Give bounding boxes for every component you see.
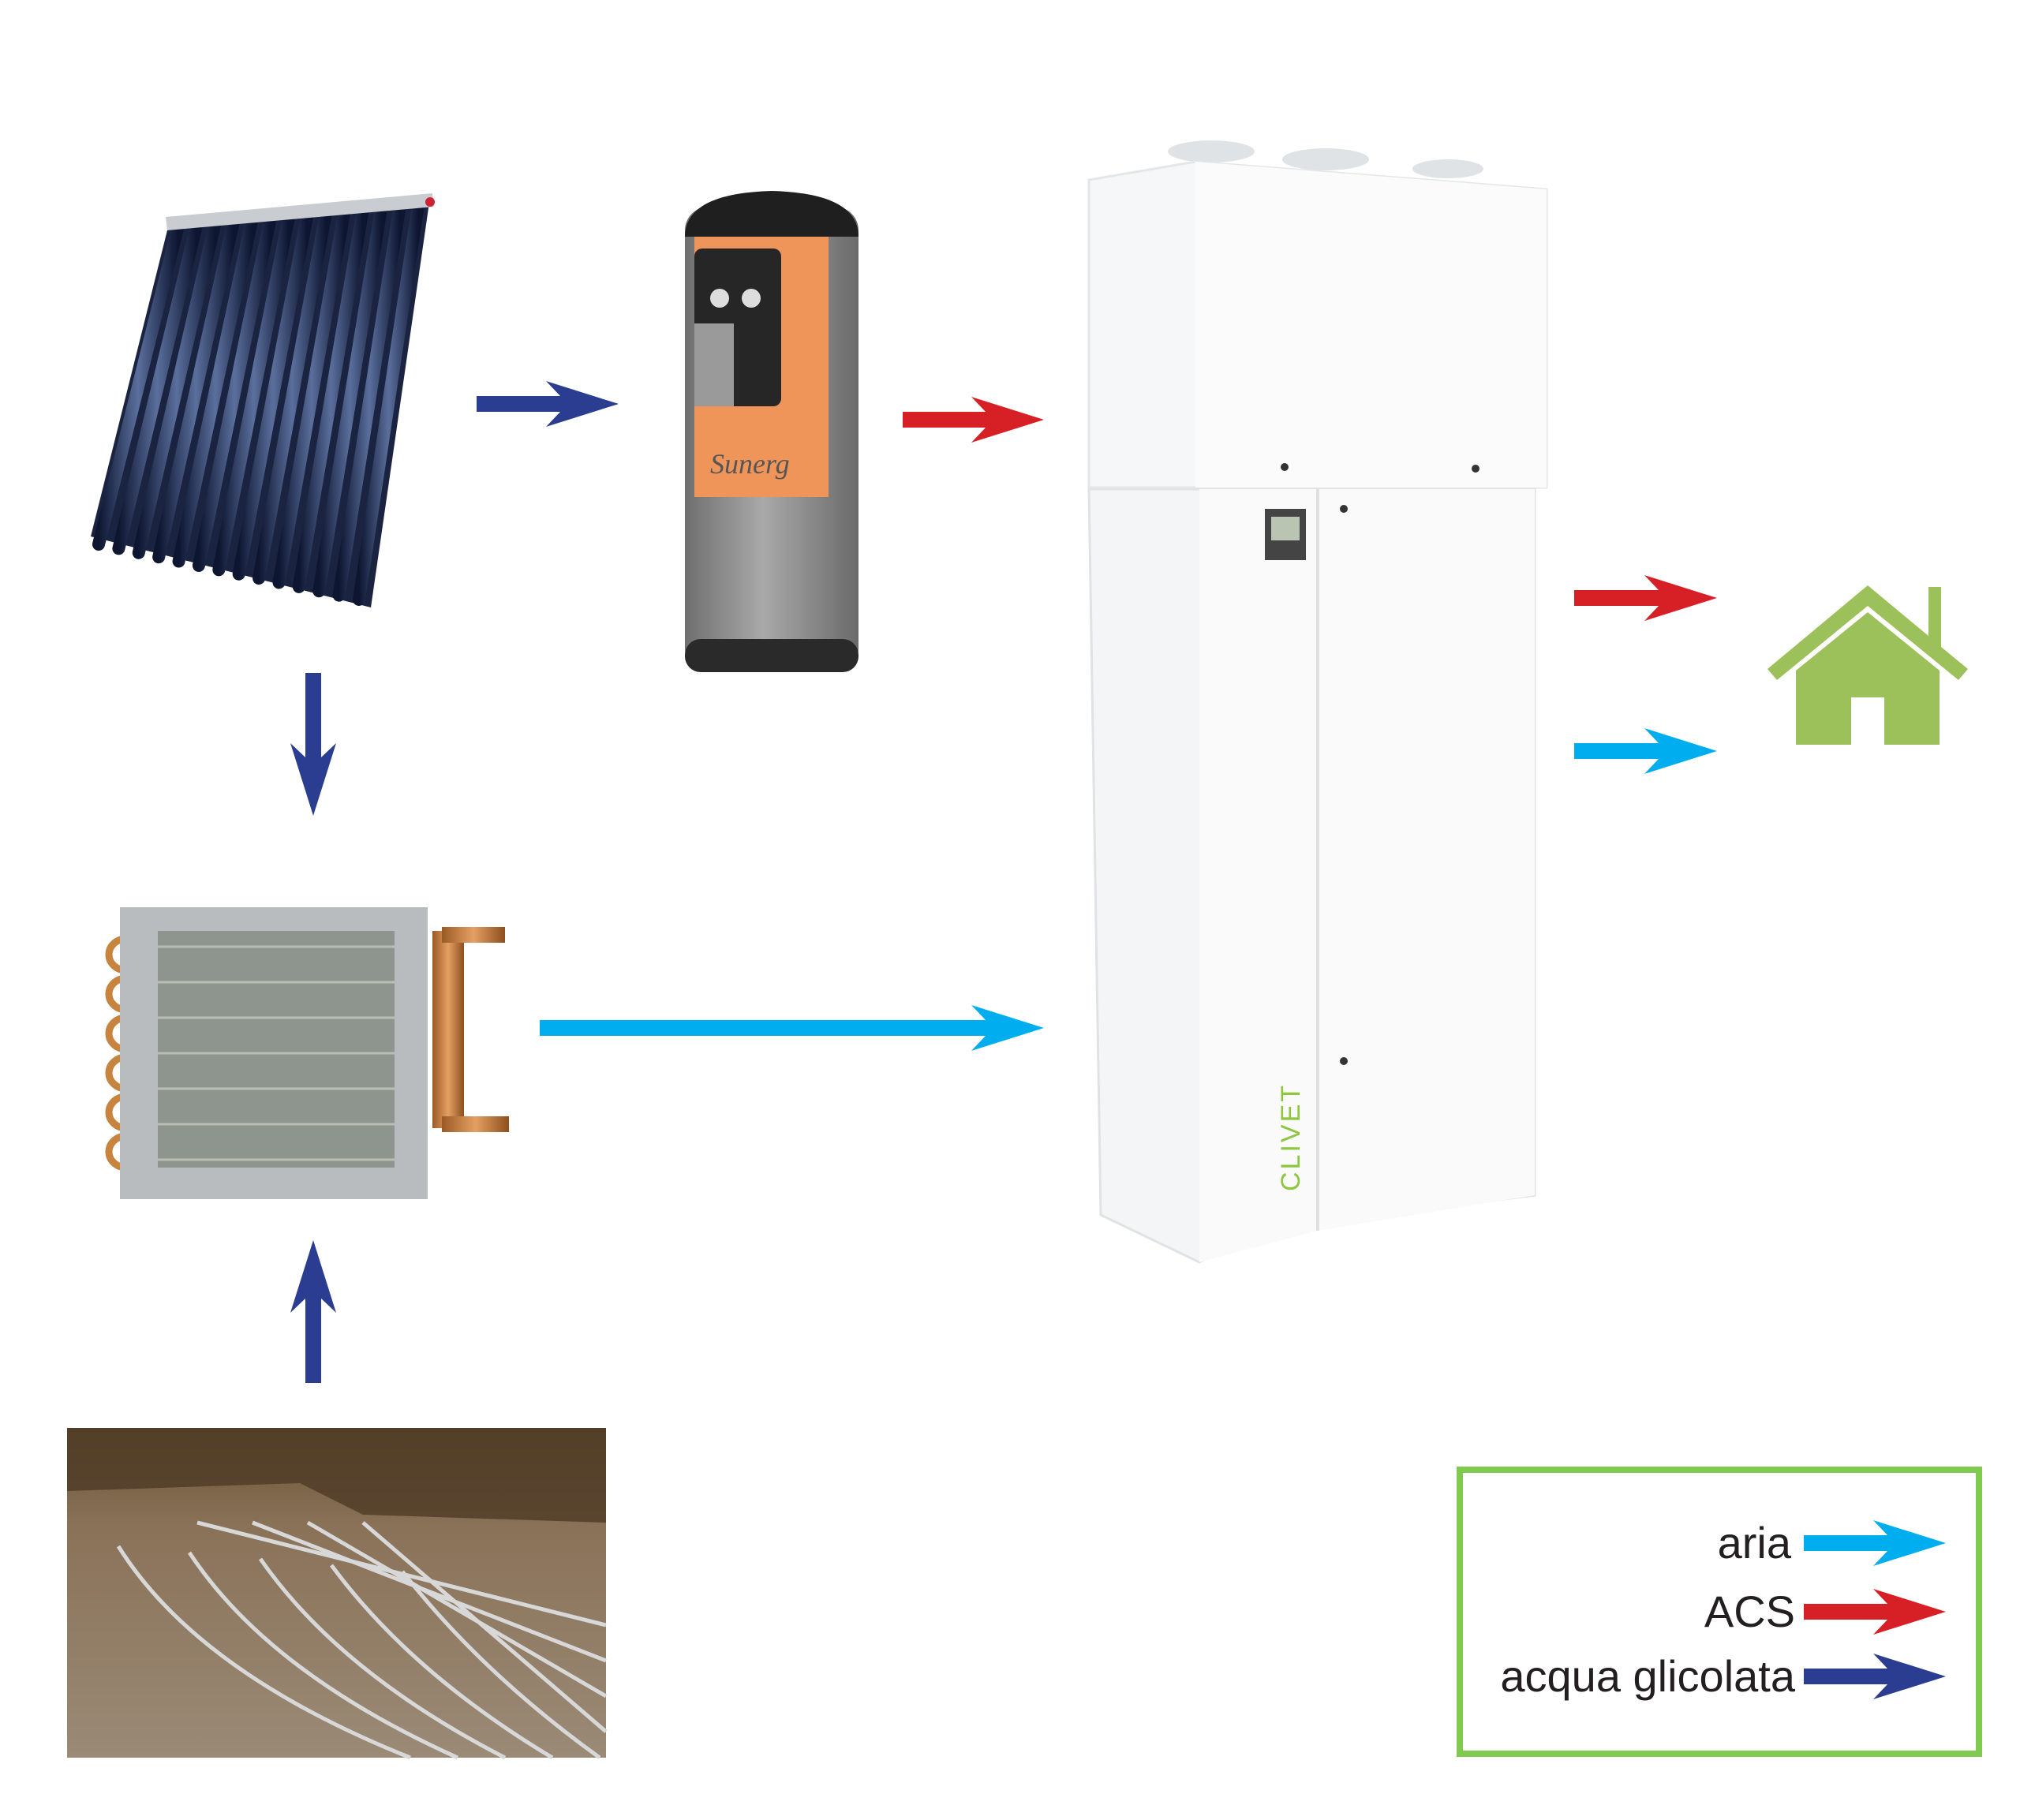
ground-collector-image <box>67 1428 608 1760</box>
legend-arrow-acqua-glicolata <box>1804 1654 1946 1699</box>
legend-label-acs: ACS <box>1704 1586 1795 1636</box>
sunerg-logo: Sunerg <box>710 448 790 480</box>
arrow-tank-to-heat-pump <box>903 397 1044 443</box>
heat-pump-unit-image: CLIVET <box>1087 140 1548 1264</box>
water-tank-image: Sunerg <box>685 191 858 672</box>
arrow-solar-to-tank <box>477 381 619 427</box>
arrow-exchanger-to-heat-pump <box>540 1005 1044 1051</box>
legend-label-acqua-glicolata: acqua glicolata <box>1500 1651 1795 1701</box>
legend-arrow-acs <box>1804 1589 1946 1635</box>
arrow-heat-pump-to-house-acs <box>1574 575 1717 621</box>
legend-label-aria: aria <box>1718 1518 1792 1568</box>
legend-arrow-aria <box>1804 1520 1946 1566</box>
clivet-logo: CLIVET <box>1276 1083 1306 1191</box>
legend-border <box>1457 1467 1982 1757</box>
house-icon <box>1768 585 1968 745</box>
arrow-heat-pump-to-house-aria <box>1574 728 1717 774</box>
solar-collector-image <box>91 193 435 607</box>
legend: aria ACS acqua glicolata <box>1457 1467 1982 1757</box>
heat-exchanger-image <box>105 907 509 1199</box>
arrow-solar-to-exchanger <box>290 673 336 816</box>
arrow-ground-to-exchanger <box>290 1240 336 1383</box>
